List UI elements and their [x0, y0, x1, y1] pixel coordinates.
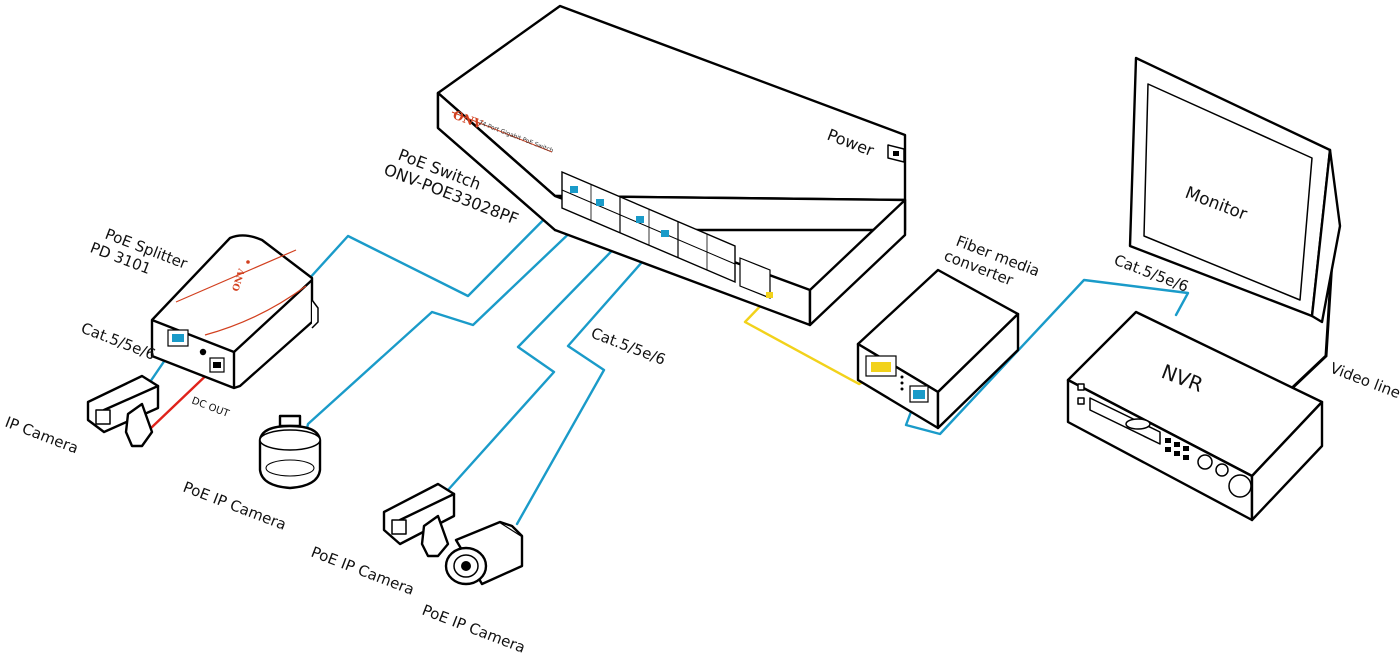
poe-ip-camera-box-label: PoE IP Camera	[309, 543, 417, 599]
power-outlet-icon	[887, 144, 905, 163]
box-camera-icon	[382, 482, 456, 558]
switch-ports	[561, 170, 773, 299]
cable-label-cameras: Cat.5/5e/6	[589, 324, 669, 369]
poe-switch-icon: ONV 24-Port Gigabit PoE Switch	[436, 4, 907, 327]
poe-splitter-icon: ONV	[150, 234, 319, 390]
cable-switch-to-box-camera	[446, 220, 642, 492]
nvr-icon	[1066, 310, 1324, 522]
poe-ip-camera-bullet-label: PoE IP Camera	[420, 601, 528, 657]
cable-label-splitter: Cat.5/5e/6	[79, 319, 159, 364]
poe-splitter-label: PoE Splitter PD 3101	[88, 225, 191, 278]
poe-ip-camera-dome-label: PoE IP Camera	[181, 478, 289, 534]
video-line-label: Video line	[1328, 359, 1400, 402]
cable-switch-to-splitter	[306, 188, 575, 298]
box-camera-icon	[86, 374, 160, 448]
cable-switch-to-bullet-camera	[515, 234, 667, 526]
ip-camera-label: IP Camera	[3, 413, 81, 457]
bullet-camera-icon	[444, 520, 524, 586]
fiber-media-converter-icon	[856, 268, 1020, 430]
dome-camera-icon	[258, 414, 322, 490]
cable-switch-to-dome-camera	[303, 202, 602, 440]
dc-out-label: DC OUT	[190, 396, 231, 421]
monitor-icon	[1128, 56, 1342, 324]
